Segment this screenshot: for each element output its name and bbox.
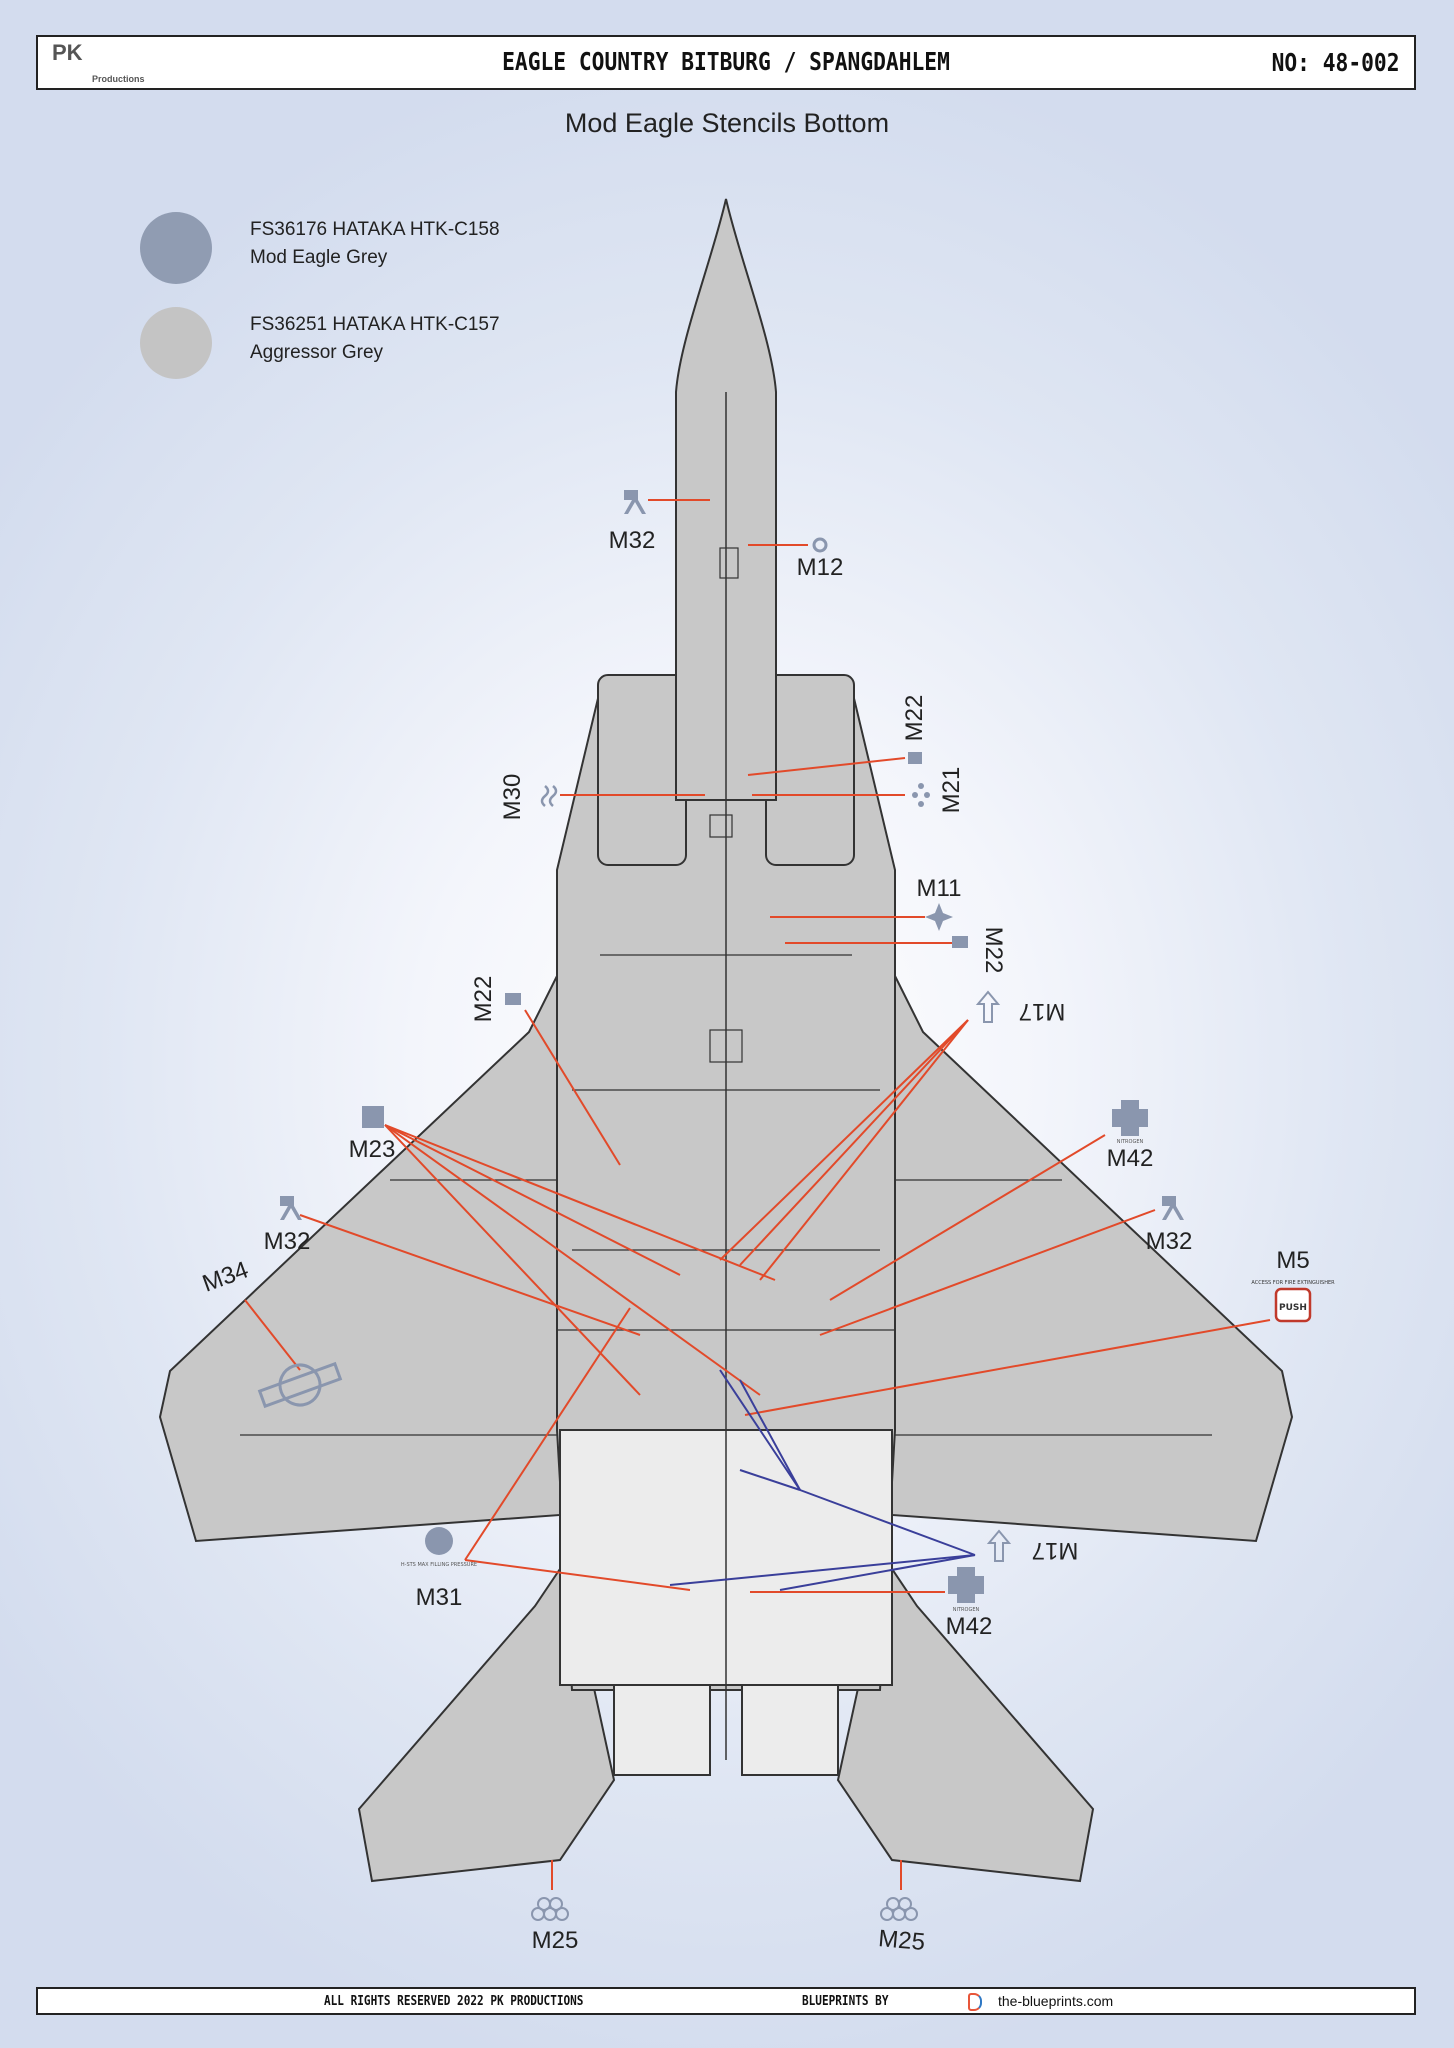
callout-m12: M12 <box>797 554 844 581</box>
sheet-number: NO: 48-002 <box>1272 48 1400 77</box>
insignia-icon <box>257 1361 343 1409</box>
callout-m32: M32 <box>1146 1228 1193 1255</box>
right-stabilator <box>836 1557 1095 1883</box>
callout-m42: M42 <box>1107 1145 1154 1172</box>
footer-bar: ALL RIGHTS RESERVED 2022 PK PRODUCTIONS … <box>36 1987 1416 2015</box>
callout-m21: M21 <box>938 767 965 814</box>
color-swatch <box>140 307 212 379</box>
svg-text:PUSH: PUSH <box>1279 1303 1307 1313</box>
right-intake <box>765 674 855 866</box>
callout-m32: M32 <box>264 1228 311 1255</box>
callout-m17: M17 <box>1019 998 1066 1025</box>
airframe <box>158 198 1294 1883</box>
callout-m31: M31 <box>416 1584 463 1611</box>
callout-m34: M34 <box>199 1256 252 1297</box>
square-icon <box>362 1106 384 1128</box>
wave-icon <box>540 785 558 807</box>
left-wing <box>158 965 563 1543</box>
ring-icon <box>812 537 828 553</box>
blueprints-by: BLUEPRINTS BY <box>802 1994 889 2009</box>
blue-leader-lines <box>669 1369 976 1591</box>
right-nozzle <box>741 1684 839 1776</box>
callout-m42: M42 <box>946 1613 993 1640</box>
ground-icon <box>908 752 922 764</box>
callout-m25: M25 <box>532 1927 579 1954</box>
stencil-icons <box>257 490 1184 1921</box>
copyright: ALL RIGHTS RESERVED 2022 PK PRODUCTIONS <box>324 1994 584 2009</box>
filled-circle-icon <box>425 1527 453 1555</box>
callout-m22: M22 <box>901 695 928 742</box>
callout-labels: M32 M12 M22 M21 M30 M11 M22 M17 M22 M23 … <box>199 527 1310 1956</box>
cluster-icon <box>531 1897 918 1921</box>
left-intake <box>597 674 687 866</box>
svg-text:NITROGEN: NITROGEN <box>953 1607 980 1613</box>
push-button-stencil: ACCESS FOR FIRE EXTINGUISHER PUSH NITROG… <box>401 1139 1335 1613</box>
header-bar: PK Productions EAGLE COUNTRY BITBURG / S… <box>36 35 1416 90</box>
left-stabilator <box>357 1557 616 1883</box>
page-title: Mod Eagle Stencils Bottom <box>564 108 890 138</box>
callout-m22: M22 <box>980 927 1007 974</box>
right-wing <box>889 965 1294 1543</box>
svg-text:H-STS MAX FILLING PRESSURE: H-STS MAX FILLING PRESSURE <box>401 1562 477 1568</box>
blueprints-logo-icon <box>968 1993 982 2011</box>
blueprints-url: the-blueprints.com <box>998 1993 1114 2009</box>
callout-m11: M11 <box>917 875 962 902</box>
color-swatch <box>140 212 212 284</box>
callout-m30: M30 <box>499 774 526 821</box>
arrows-icon <box>975 990 1001 1023</box>
pk-logo: PK Productions <box>52 40 145 84</box>
nitrogen-icon <box>1112 1100 1148 1136</box>
sheet-title: EAGLE COUNTRY BITBURG / SPANGDAHLEM <box>502 47 950 76</box>
callout-m22: M22 <box>470 976 497 1023</box>
left-nozzle <box>613 1684 711 1776</box>
callout-m25: M25 <box>877 1925 926 1956</box>
ground-icon <box>505 993 521 1005</box>
jack-point-icon <box>280 1196 302 1220</box>
dots-icon <box>912 783 930 807</box>
callout-m32: M32 <box>609 527 656 554</box>
red-leader-lines <box>244 499 1271 1890</box>
callout-m23: M23 <box>349 1136 396 1163</box>
ground-icon <box>952 936 968 948</box>
arrows-icon <box>986 1529 1012 1562</box>
callout-m5: M5 <box>1276 1247 1309 1274</box>
star-icon <box>925 903 953 931</box>
nitrogen-icon <box>948 1567 984 1603</box>
jack-point-icon <box>1162 1196 1184 1220</box>
callout-m17: M17 <box>1032 1537 1079 1564</box>
svg-text:ACCESS FOR FIRE EXTINGUISHER: ACCESS FOR FIRE EXTINGUISHER <box>1251 1280 1335 1286</box>
jack-point-icon <box>624 490 646 514</box>
svg-text:NITROGEN: NITROGEN <box>1117 1139 1144 1145</box>
